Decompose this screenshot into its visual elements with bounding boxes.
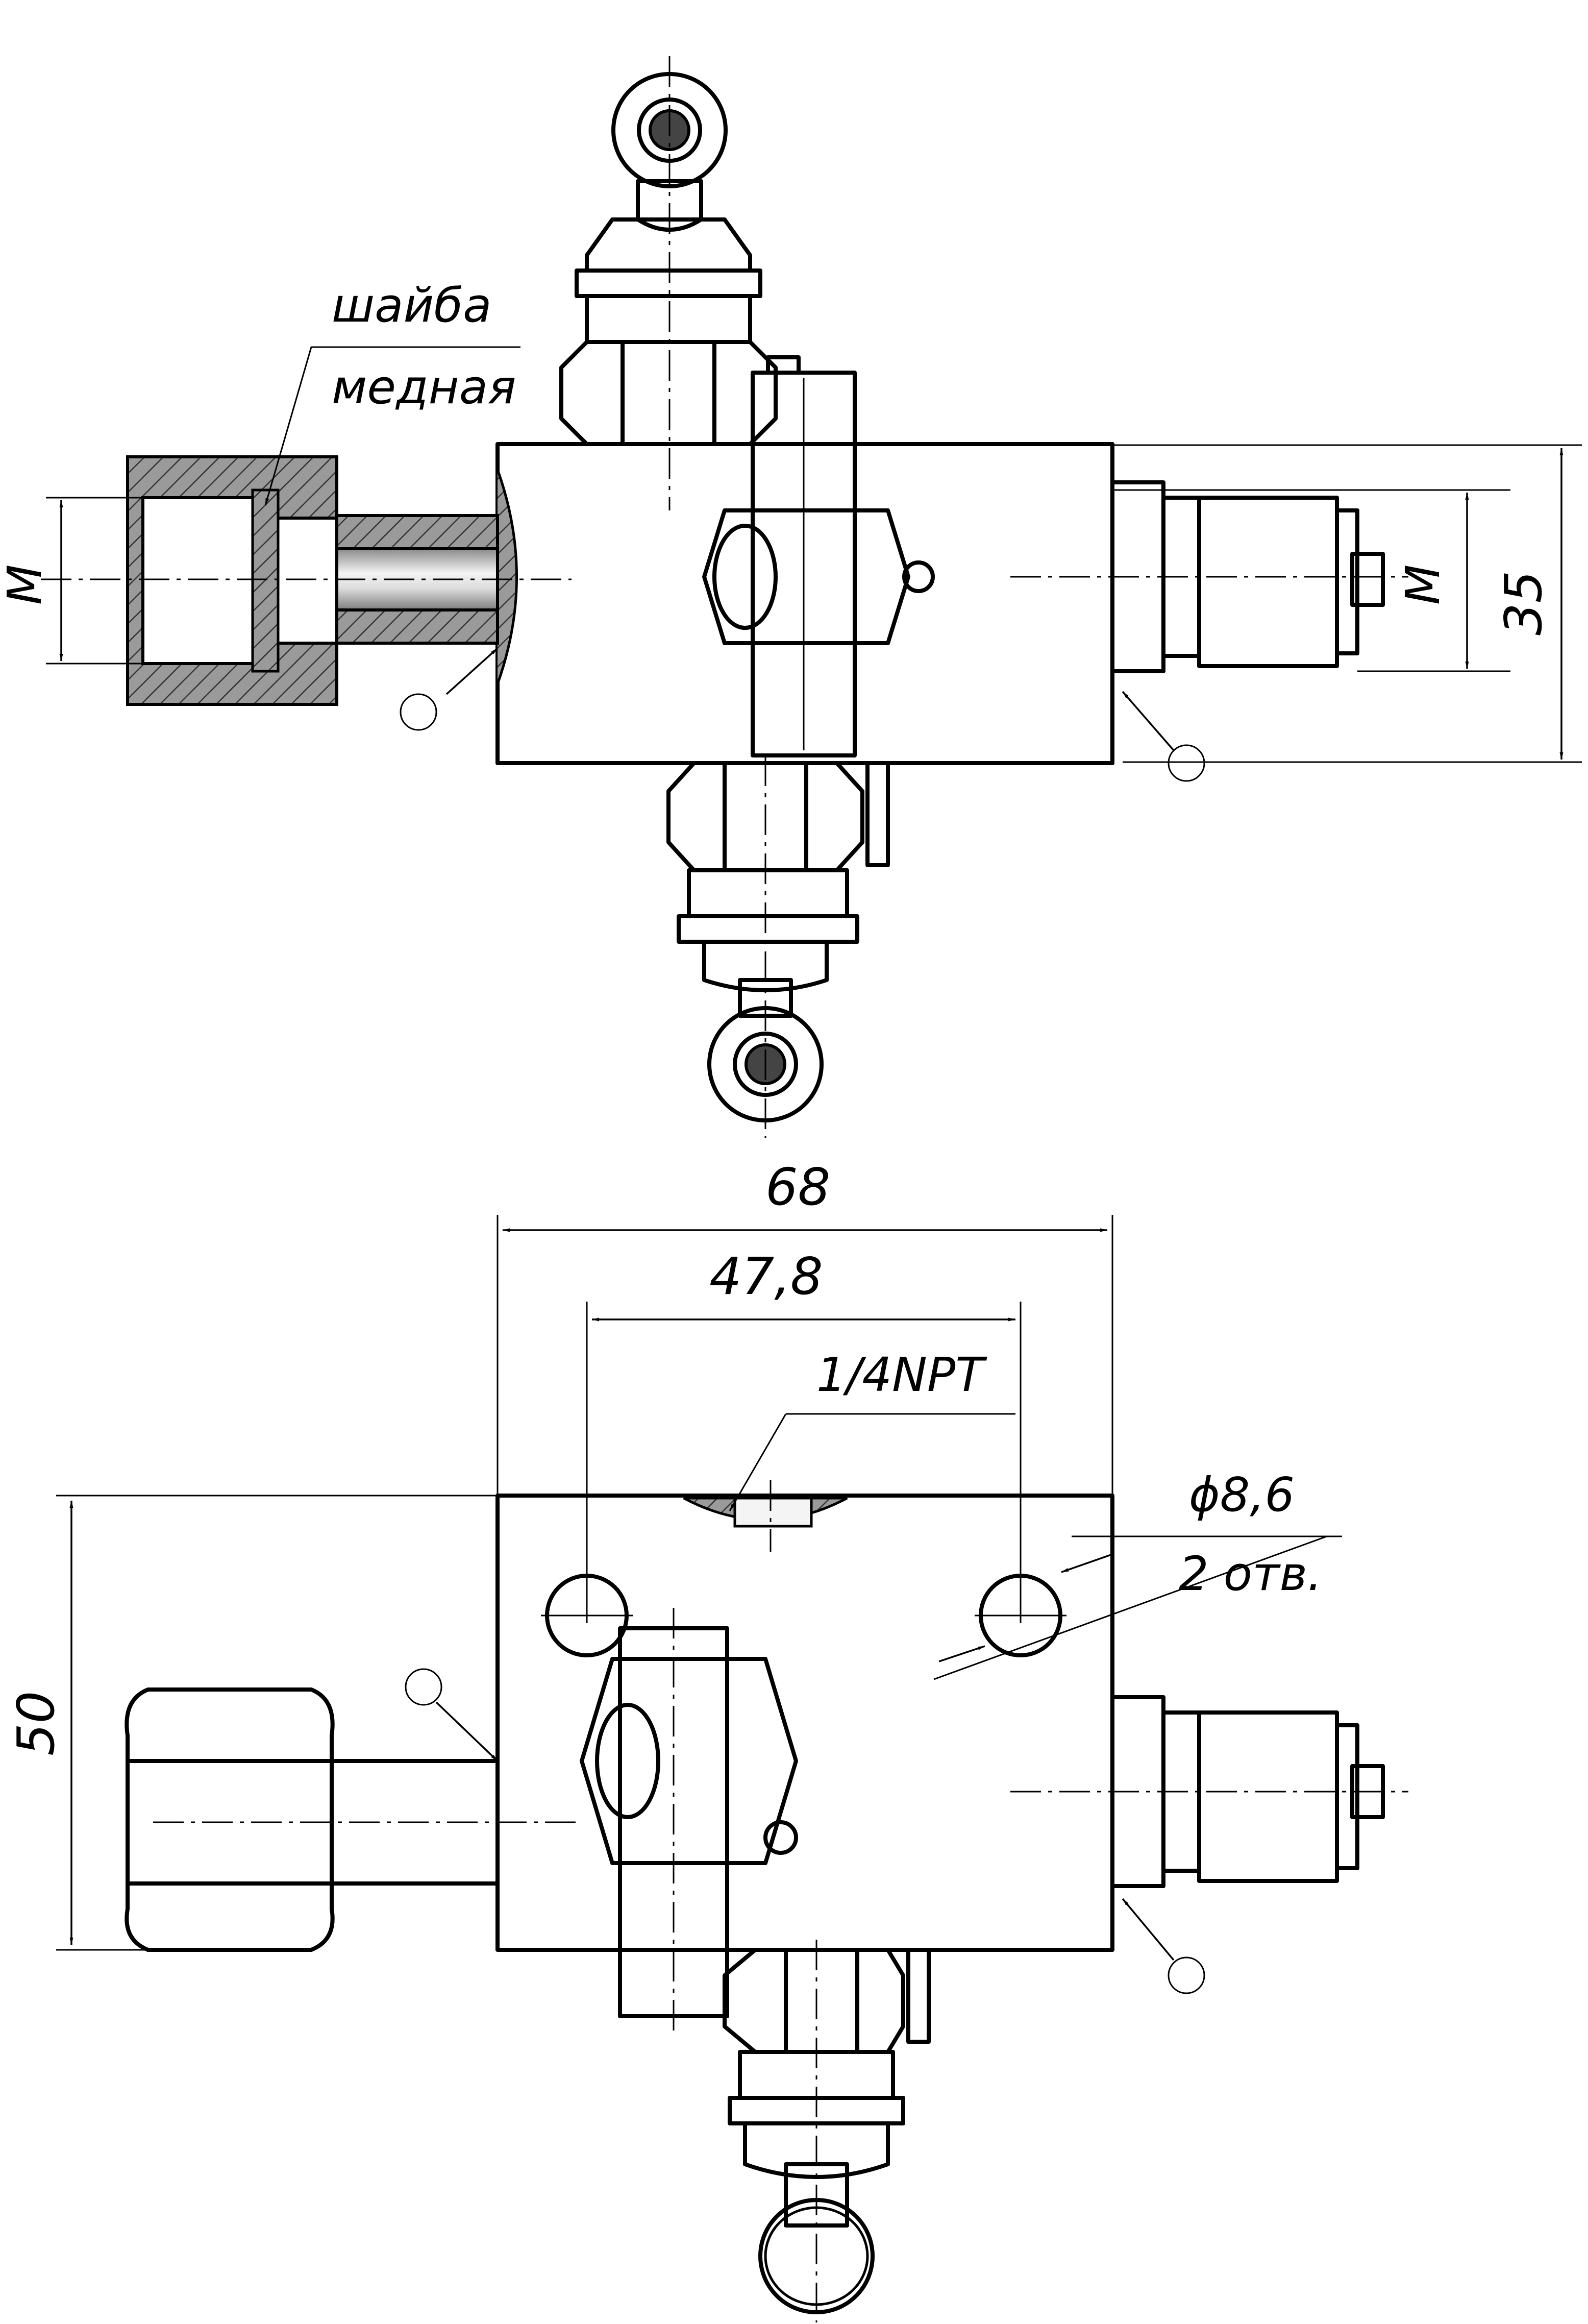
weld-callout-left-top bbox=[400, 647, 499, 731]
right-fitting-front bbox=[1110, 1695, 1385, 1888]
hole-count-label: 2 отв. bbox=[1179, 1547, 1322, 1601]
weld-callout-left-front bbox=[405, 1668, 499, 1762]
valve-body-top bbox=[495, 442, 1114, 765]
top-hex-nut bbox=[559, 340, 778, 446]
dimension-thread-right: M bbox=[1112, 489, 1510, 672]
thread-left-label: M bbox=[0, 565, 52, 605]
spacing-47-8-label: 47,8 bbox=[709, 1246, 823, 1306]
top-view: шайба медная M M 35 bbox=[0, 56, 1582, 1138]
dimension-height-50: 50 bbox=[6, 1495, 498, 1951]
dimension-length-68: 68 bbox=[497, 1157, 1113, 1496]
right-fitting-top bbox=[1110, 480, 1385, 673]
bottom-hex-nut-front bbox=[723, 1948, 931, 2314]
hole-diameter-callout: ϕ8,6 2 отв. bbox=[933, 1467, 1342, 1680]
dimension-spacing-47-8: 47,8 bbox=[586, 1246, 1022, 1623]
weld-callout-right-top bbox=[1122, 691, 1205, 782]
front-view: 68 47,8 1/4NPT ϕ8,6 bbox=[6, 1157, 1408, 2322]
washer-label-line2: медная bbox=[332, 360, 516, 414]
hole-diameter-label: ϕ8,6 bbox=[1189, 1467, 1295, 1522]
length-68-label: 68 bbox=[765, 1157, 830, 1217]
washer-label-line1: шайба bbox=[332, 278, 491, 333]
npt-port-label: 1/4NPT bbox=[816, 1348, 987, 1402]
front-stem-handle bbox=[580, 1608, 798, 2037]
top-bonnet bbox=[575, 217, 762, 344]
top-stem-handle bbox=[702, 355, 935, 757]
npt-port-callout: 1/4NPT bbox=[729, 1348, 1015, 1511]
weld-callout-right-front bbox=[1122, 1898, 1205, 1994]
height-35-label: 35 bbox=[1494, 571, 1553, 635]
dimension-height-35: 35 bbox=[1112, 444, 1582, 763]
left-union-nut-section bbox=[126, 455, 499, 706]
bottom-hex-nut-top-view bbox=[666, 761, 890, 1122]
washer-callout: шайба медная bbox=[264, 278, 520, 506]
thread-right-label: M bbox=[1396, 565, 1450, 605]
dimension-thread-left: M bbox=[0, 497, 143, 665]
left-union-nut-front bbox=[125, 1687, 577, 1952]
height-50-label: 50 bbox=[6, 1691, 66, 1756]
